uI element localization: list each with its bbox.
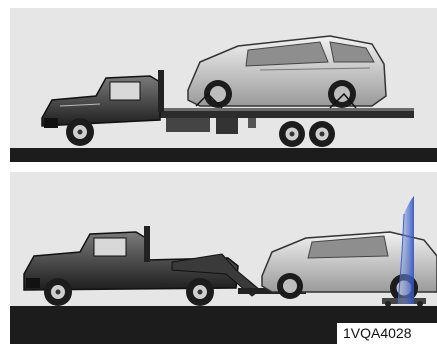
- ground: [10, 148, 437, 162]
- truck-wheel-front: [66, 118, 94, 146]
- panel-flatbed: [10, 8, 437, 162]
- cab-window: [94, 238, 126, 256]
- truck-wheel-rear-2: [309, 121, 335, 147]
- exhaust-stack: [144, 226, 150, 262]
- truck-wheel-rear-1: [279, 121, 305, 147]
- truck-wheel-front: [44, 278, 72, 306]
- cab-window: [110, 82, 140, 100]
- panel-wheel-lift: [10, 172, 437, 344]
- figure-code: 1VQA4028: [337, 323, 437, 344]
- exhaust-stack: [158, 70, 164, 112]
- truck-wheel-rear: [186, 278, 214, 306]
